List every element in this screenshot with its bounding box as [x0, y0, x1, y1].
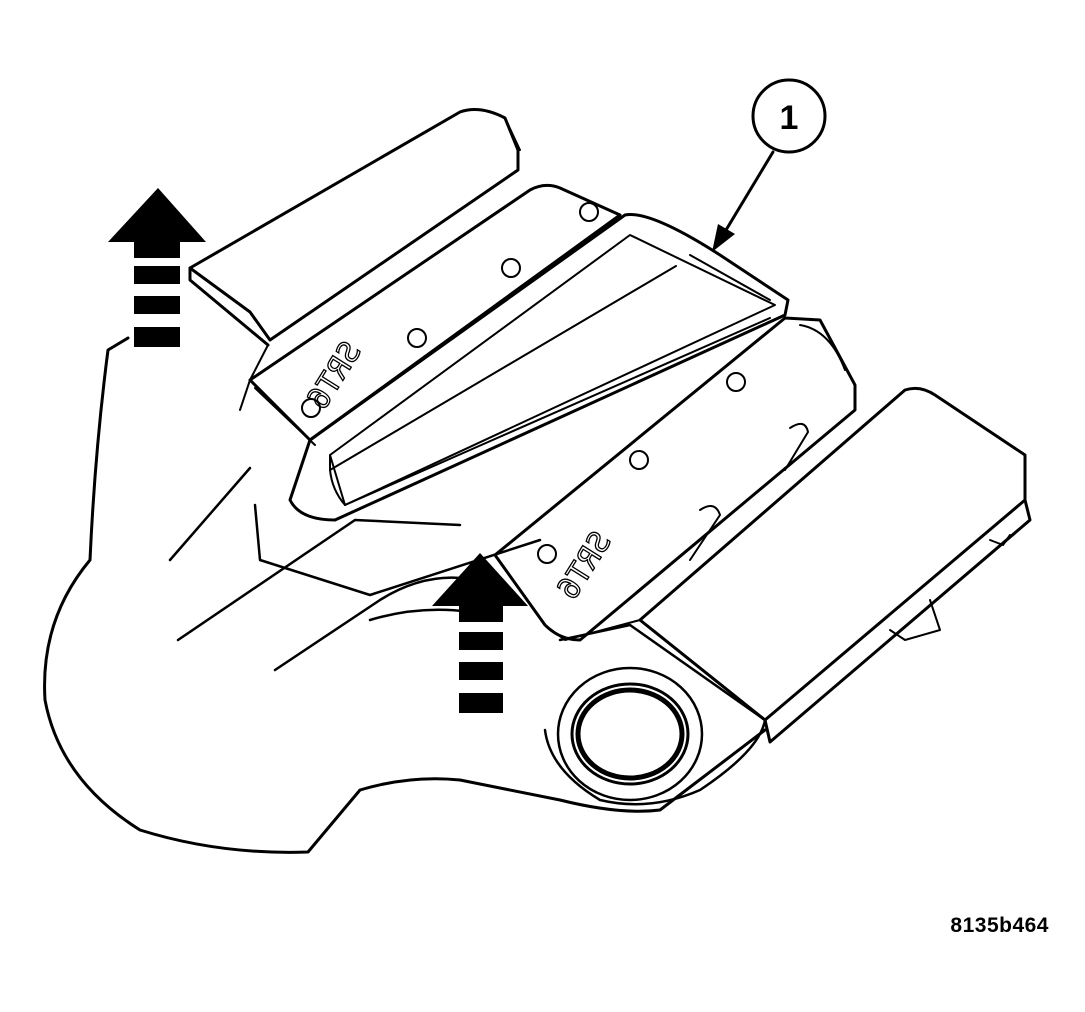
cover-outline — [43, 336, 767, 854]
bolt-hole — [407, 328, 427, 348]
right-rail — [638, 386, 1032, 744]
left-coil-plate — [248, 183, 622, 446]
bolt-hole — [537, 544, 557, 564]
left-rail — [188, 108, 521, 411]
bolt-hole — [301, 398, 321, 418]
valley-ribs — [168, 466, 542, 672]
oil-fill-opening — [543, 623, 767, 806]
figure-part-code: 8135b464 — [950, 914, 1049, 937]
emboss-right: SRT6 — [551, 526, 619, 606]
bolt-hole — [579, 202, 599, 222]
lift-arrow-icon — [432, 553, 528, 713]
callout-leader-arrowhead — [712, 224, 735, 252]
bolt-hole — [629, 450, 649, 470]
callout-circle — [751, 78, 827, 154]
callout-number: 1 — [780, 99, 799, 137]
callout-leader — [718, 150, 775, 242]
bolt-hole — [501, 258, 521, 278]
bolt-hole — [726, 372, 746, 392]
lift-arrow-icon — [108, 188, 206, 347]
center-panel — [288, 213, 790, 522]
